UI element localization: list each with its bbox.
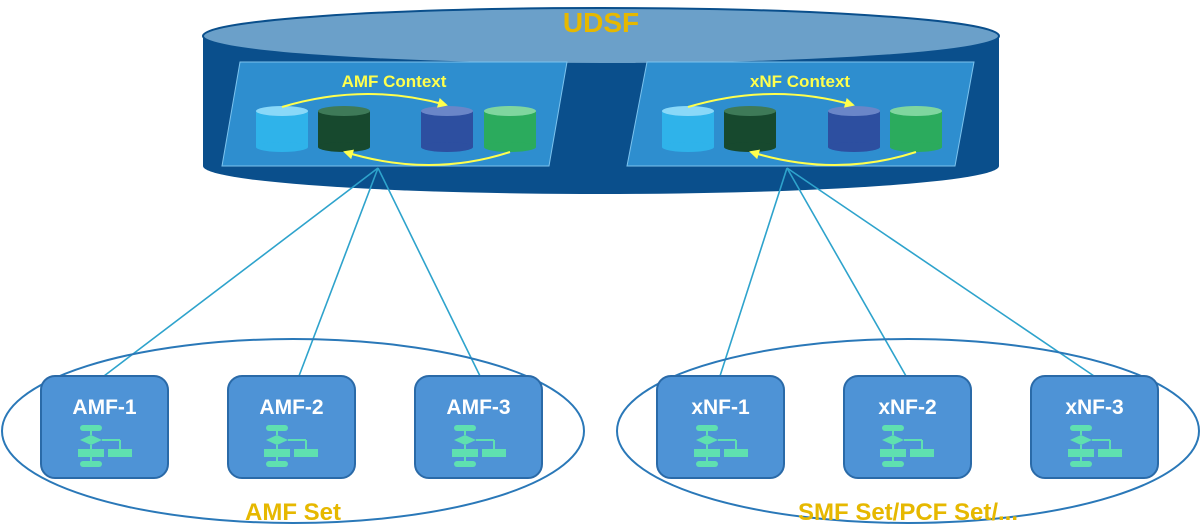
node-box [656, 375, 785, 479]
context-label-xnf: xNF Context [750, 72, 850, 91]
replication-arrow [281, 92, 448, 108]
replication-arrow [687, 93, 855, 108]
cylinder-icon [828, 106, 880, 152]
node-label: AMF-2 [259, 396, 323, 419]
link-line [786, 167, 907, 377]
cylinder-icon [256, 106, 308, 152]
link-line [377, 167, 481, 377]
node-xnf-2: xNF-2 [843, 375, 972, 479]
xnf-set-ellipse [616, 338, 1200, 524]
cylinder-icon [484, 106, 536, 152]
amf-set-ellipse [1, 338, 585, 524]
link-line [103, 167, 379, 377]
cylinder-icon [318, 106, 370, 152]
amf-set-label: AMF Set [245, 499, 341, 526]
node-amf-2: AMF-2 [227, 375, 356, 479]
node-xnf-1: xNF-1 [656, 375, 785, 479]
replication-arrow [343, 149, 511, 166]
connection-lines [103, 167, 1095, 377]
context-panel-amf: AMF Context [221, 61, 568, 167]
replication-arrow [749, 149, 917, 166]
link-line [298, 167, 379, 377]
node-label: xNF-3 [1065, 396, 1123, 419]
node-box [1030, 375, 1159, 479]
udsf-label: UDSF [563, 7, 639, 38]
cylinder-icon [662, 106, 714, 152]
xnf-set-label: SMF Set/PCF Set/... [798, 499, 1018, 526]
context-panel-xnf: xNF Context [626, 61, 975, 167]
node-amf-1: AMF-1 [40, 375, 169, 479]
node-xnf-3: xNF-3 [1030, 375, 1159, 479]
node-label: xNF-2 [878, 396, 936, 419]
node-box [227, 375, 356, 479]
cylinder-icon [724, 106, 776, 152]
link-line [786, 167, 1095, 377]
node-box [40, 375, 169, 479]
node-label: xNF-1 [691, 396, 750, 419]
node-label: AMF-1 [72, 396, 136, 419]
node-amf-3: AMF-3 [414, 375, 543, 479]
udsf-cylinder-top [202, 7, 1000, 65]
context-label-amf: AMF Context [342, 72, 447, 91]
node-label: AMF-3 [446, 396, 510, 419]
cylinder-icon [890, 106, 942, 152]
context-panel-amf-shape [221, 61, 568, 167]
node-box [414, 375, 543, 479]
link-line [719, 167, 788, 377]
node-box [843, 375, 972, 479]
cylinder-icon [421, 106, 473, 152]
